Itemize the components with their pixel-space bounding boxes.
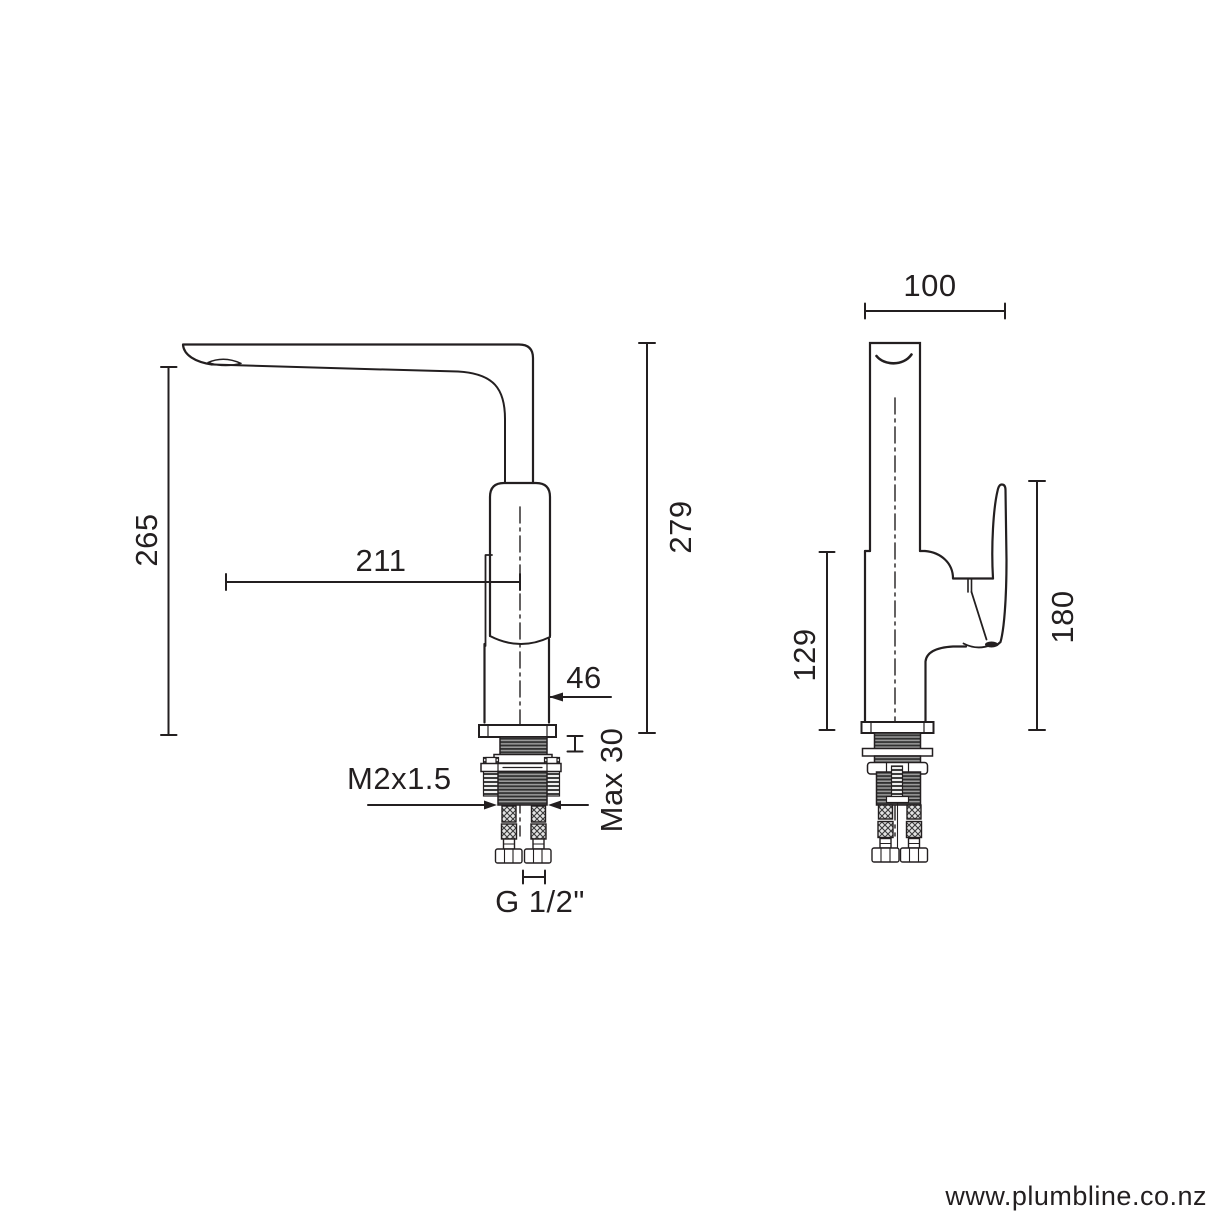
hose-nut [523, 848, 552, 864]
shank-thread-upper [873, 732, 922, 751]
dimension-265 [160, 366, 178, 736]
hose-braid [501, 805, 517, 823]
fixing-stud-plate [885, 795, 910, 804]
base-plate-bevels [870, 721, 925, 734]
side-flexible-hoses [494, 805, 552, 864]
mounting-washer [861, 747, 934, 757]
label-g12: G 1/2" [495, 884, 585, 919]
lower-column-edges [483, 637, 551, 724]
front-flexible-hoses [871, 804, 929, 863]
shank-thread-upper [499, 736, 548, 757]
hose-braid [905, 820, 923, 839]
dimension-129 [818, 551, 836, 731]
hose-nut [871, 847, 900, 863]
handle-lever [991, 483, 1008, 647]
label-265: 265 [129, 513, 164, 566]
dimension-100 [864, 302, 1006, 320]
label-129: 129 [787, 628, 822, 681]
front-dimensions [818, 302, 1046, 731]
fixing-stud [890, 765, 904, 798]
side-spout [181, 343, 535, 485]
label-180: 180 [1045, 590, 1080, 643]
label-max30: Max 30 [594, 728, 629, 833]
spout-outer-edge [181, 343, 535, 485]
hose-braid [530, 805, 547, 823]
side-view [160, 342, 656, 885]
handle-edge-line [484, 554, 493, 647]
front-body [863, 483, 1008, 724]
dimension-46 [548, 692, 612, 702]
label-100: 100 [903, 268, 956, 303]
aerator-detail [207, 358, 242, 367]
spout-inner-edge [211, 363, 506, 484]
hose-nut-facets [880, 847, 920, 863]
handle-tip-shadow [985, 641, 998, 648]
dimension-g12 [522, 869, 546, 885]
body-fillet [924, 645, 968, 724]
front-view [818, 302, 1046, 863]
dimension-labels: 265 211 279 46 Max 30 M2x1.5 G 1/2" 100 … [129, 268, 1080, 919]
spout-tip-curve [181, 343, 214, 366]
bracket-detail-lines [497, 762, 548, 773]
dimension-180 [1028, 480, 1046, 731]
hose-braid [530, 823, 547, 840]
label-m2x15: M2x1.5 [347, 761, 452, 796]
hose-braid [877, 804, 894, 820]
side-dimensions [160, 342, 656, 885]
front-spout-column [868, 341, 922, 837]
base-plate [478, 724, 557, 738]
label-46: 46 [566, 660, 601, 695]
dimension-max30 [566, 735, 584, 753]
front-mounting-shank [860, 721, 935, 853]
hose-braid [906, 804, 922, 820]
hose-braid [877, 820, 894, 839]
base-plate [860, 721, 935, 734]
body-shoulder [923, 549, 995, 580]
hose-nut [899, 847, 929, 863]
shank-thread-lower [497, 770, 548, 806]
label-279: 279 [663, 500, 698, 553]
base-plate-bevels [487, 724, 548, 738]
hose-braid [500, 823, 518, 840]
column-outline [868, 341, 922, 553]
cartridge-body-outline [488, 481, 552, 638]
dimension-m2x15 [367, 800, 589, 810]
hose-nut [494, 848, 523, 864]
handle-pivot-cone [970, 591, 988, 641]
hose-nut-facets [503, 848, 543, 864]
website-watermark: www.plumbline.co.nz [944, 1181, 1207, 1211]
mounting-washer [493, 753, 553, 764]
handle-mount-notch [967, 577, 973, 593]
label-211: 211 [356, 543, 407, 578]
side-mounting-shank [478, 724, 562, 806]
spout-mouth-curve [875, 353, 913, 365]
dimension-211 [225, 573, 521, 591]
dimension-279 [638, 342, 656, 734]
